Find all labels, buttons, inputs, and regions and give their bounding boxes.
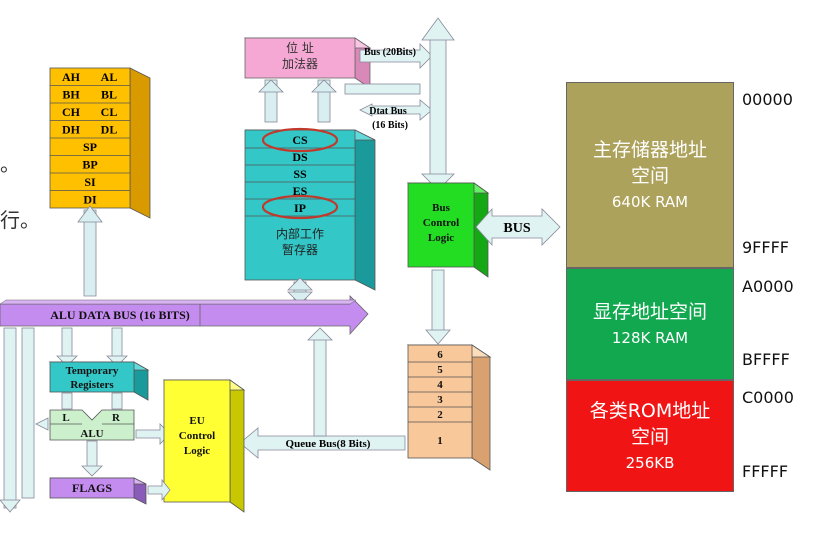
alu-data-bus-label: ALU DATA BUS (16 BITS) (50, 308, 190, 322)
register-si: SI (84, 175, 96, 189)
temp-regs-line1: Temporary (66, 365, 119, 377)
register-al: AL (101, 70, 118, 84)
memory-block-title-line2: 空间 (630, 165, 669, 187)
seg-to-alu-bus-arrow (287, 277, 313, 305)
main-vertical-bus (421, 17, 455, 191)
register-ip: IP (294, 201, 306, 215)
temp-regs-line2: Registers (70, 379, 114, 391)
queue-bus-label: Queue Bus(8 Bits) (286, 438, 371, 450)
temporary-registers: Temporary Registers (48, 361, 150, 401)
register-es: ES (293, 184, 308, 198)
register-dh: DH (62, 123, 81, 137)
left-vertical-rails (0, 327, 35, 513)
adder-label-line2: 加法器 (282, 57, 318, 71)
flags-to-eu-arrow (147, 478, 171, 502)
bus20-label: Bus (20Bits) (364, 47, 416, 58)
eu-control-line2: Control (179, 430, 215, 442)
queue-slot-3: 3 (437, 394, 443, 406)
memory-block-title-line1: 显存地址空间 (592, 301, 707, 323)
cs-highlight-ellipse (261, 127, 339, 153)
register-stack-side (129, 67, 151, 219)
register-ah: AH (62, 70, 81, 84)
memory-block-size: 128K RAM (611, 329, 689, 347)
queue-slot-4: 4 (437, 379, 443, 391)
adder-label-line1: 位 址 (286, 40, 314, 55)
address-a0000: A0000 (742, 277, 794, 296)
register-dl: DL (101, 123, 118, 137)
adder-seg-arrows (258, 79, 337, 123)
flags-label: FLAGS (72, 481, 112, 495)
bus-control-line3: Logic (428, 232, 454, 244)
queue-slot-2: 2 (437, 409, 443, 421)
memory-block-title-line1: 主存储器地址 (592, 139, 707, 161)
eu-control-line1: EU (189, 415, 204, 427)
register-cs: CS (292, 133, 308, 147)
address-9ffff: 9FFFF (742, 238, 789, 257)
alu-data-bus: ALU DATA BUS (16 BITS) (0, 295, 369, 336)
address-bffff: BFFFF (742, 350, 790, 369)
register-ch: CH (62, 105, 81, 119)
queue-slot-5: 5 (437, 364, 443, 376)
alu: L R ALU (49, 409, 135, 441)
queue-slot-6: 6 (437, 349, 443, 361)
bus-control-line2: Control (423, 217, 459, 229)
bus-control-logic: Bus Control Logic (406, 182, 490, 278)
alu-bus-to-temp-arrows (56, 327, 128, 367)
side-text-1: 。 (0, 152, 20, 176)
bus-control-to-queue-arrow (425, 269, 451, 345)
memory-block-video-ram: 显存地址空间 128K RAM (566, 268, 734, 380)
register-di: DI (83, 193, 97, 207)
address-adder: 位 址 加法器 (243, 37, 372, 89)
internal-regs-line2: 暂存器 (282, 243, 318, 257)
adder-bus-connectors (344, 83, 421, 95)
bus-arrow: BUS (475, 207, 561, 247)
register-bp: BP (82, 158, 97, 172)
internal-regs-line1: 内部工作 (276, 226, 324, 241)
register-to-alu-bus-arrow (77, 205, 103, 297)
address-00000: 00000 (742, 90, 793, 109)
eu-control-logic: EU Control Logic (162, 379, 246, 513)
bus-arrow-label: BUS (503, 221, 530, 236)
ip-highlight-ellipse (261, 194, 339, 220)
memory-block-size: 256KB (625, 454, 675, 472)
dtat-bus-label-line2: (16 Bits) (372, 120, 408, 131)
memory-block-size: 640K RAM (611, 193, 689, 211)
memory-block-rom: 各类ROM地址 空间 256KB (566, 380, 734, 492)
queue-slot-1: 1 (437, 435, 443, 447)
register-sp: SP (83, 140, 97, 154)
instruction-queue: 6 5 4 3 2 1 (406, 344, 492, 471)
address-fffff: FFFFF (742, 462, 789, 481)
bus-control-line1: Bus (432, 202, 450, 214)
dtat-bus-label-line1: Dtat Bus (369, 106, 407, 117)
memory-block-title-line1: 各类ROM地址 (589, 400, 711, 422)
register-bl: BL (101, 88, 117, 102)
memory-block-title-line2: 空间 (630, 426, 669, 448)
alu-bus-to-queue-connector (307, 327, 333, 437)
bus-20bits: Bus (20Bits) (359, 43, 433, 69)
register-ss: SS (293, 167, 307, 181)
dtat-bus: Dtat Bus (16 Bits) (359, 99, 433, 131)
register-cl: CL (101, 105, 118, 119)
alu-internal-arrows (35, 392, 171, 477)
register-ds: DS (292, 150, 308, 164)
alu-label: ALU (80, 428, 103, 440)
alu-right-input: R (112, 412, 121, 424)
alu-left-input: L (62, 412, 69, 424)
register-bh: BH (62, 88, 80, 102)
side-text-2: 行。 (0, 208, 40, 232)
general-register-stack: AH AL BH BL CH CL DH DL SP BP SI DI (49, 67, 151, 219)
address-c0000: C0000 (742, 388, 794, 407)
eu-control-line3: Logic (184, 445, 210, 457)
flags-register: FLAGS (49, 477, 147, 505)
queue-bus: Queue Bus(8 Bits) (239, 427, 406, 459)
memory-block-main-ram: 主存储器地址 空间 640K RAM (566, 82, 734, 268)
